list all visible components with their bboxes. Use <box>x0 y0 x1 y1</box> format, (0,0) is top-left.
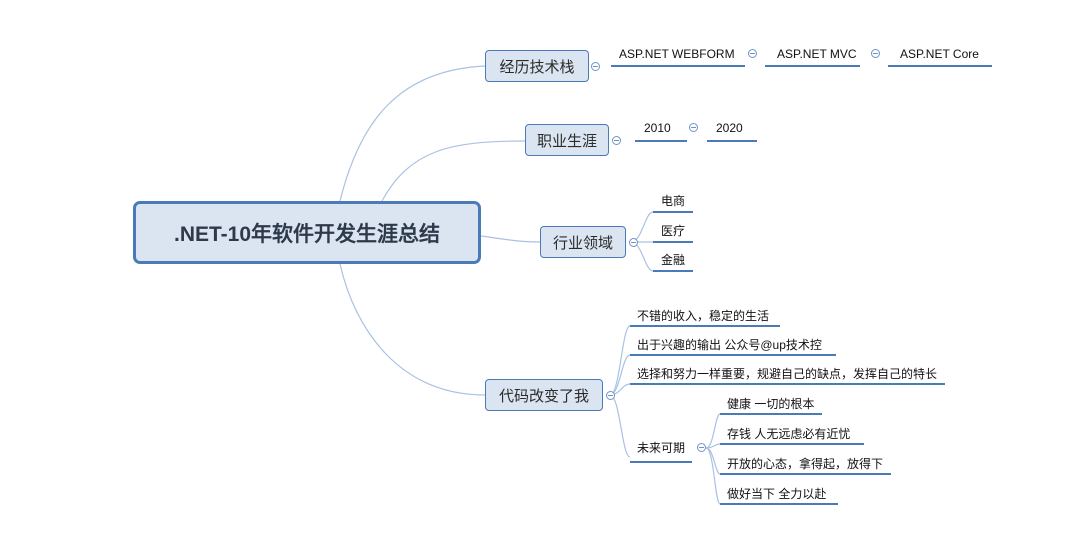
collapse-toggle-icon[interactable] <box>697 443 706 452</box>
collapse-toggle-icon[interactable] <box>871 49 880 58</box>
root-topic[interactable]: .NET-10年软件开发生涯总结 <box>133 201 481 264</box>
leaf-core[interactable]: ASP.NET Core <box>900 47 979 61</box>
leaf-webform[interactable]: ASP.NET WEBFORM <box>619 47 735 61</box>
topic-career[interactable]: 职业生涯 <box>525 124 609 156</box>
link-code-2 <box>609 354 631 396</box>
collapse-toggle-icon[interactable] <box>591 62 600 71</box>
topic-industry[interactable]: 行业领域 <box>540 226 626 258</box>
leaf-year-end[interactable]: 2020 <box>716 121 743 135</box>
collapse-toggle-icon[interactable] <box>748 49 757 58</box>
leaf-open-mind[interactable]: 开放的心态，拿得起，放得下 <box>727 457 884 471</box>
collapse-toggle-icon[interactable] <box>606 391 615 400</box>
leaf-choice-effort[interactable]: 选择和努力一样重要，规避自己的缺点，发挥自己的特长 <box>637 367 938 381</box>
leaf-income[interactable]: 不错的收入，稳定的生活 <box>637 309 770 323</box>
collapse-toggle-icon[interactable] <box>689 123 698 132</box>
topic-code-changed-me[interactable]: 代码改变了我 <box>485 379 603 411</box>
link-future-1 <box>705 413 721 449</box>
collapse-toggle-icon[interactable] <box>612 136 621 145</box>
link-code-4 <box>609 394 631 458</box>
leaf-medical[interactable]: 医疗 <box>661 224 686 238</box>
leaf-year-start[interactable]: 2010 <box>644 121 671 135</box>
leaf-future[interactable]: 未来可期 <box>637 441 686 455</box>
collapse-toggle-icon[interactable] <box>629 238 638 247</box>
link-future-2 <box>705 443 721 449</box>
link-root-career <box>381 140 526 202</box>
leaf-present[interactable]: 做好当下 全力以赴 <box>727 487 827 501</box>
link-root-industry <box>480 235 541 243</box>
leaf-mvc[interactable]: ASP.NET MVC <box>777 47 857 61</box>
leaf-saving[interactable]: 存钱 人无远虑必有近忧 <box>727 427 851 441</box>
leaf-health[interactable]: 健康 一切的根本 <box>727 397 815 411</box>
leaf-interest-output[interactable]: 出于兴趣的输出 公众号@up技术控 <box>637 338 822 352</box>
link-root-stack <box>339 65 486 202</box>
leaf-finance[interactable]: 金融 <box>661 253 686 267</box>
leaf-ecommerce[interactable]: 电商 <box>661 194 686 208</box>
link-root-code <box>339 263 486 396</box>
link-future-4 <box>705 447 721 505</box>
topic-tech-stack[interactable]: 经历技术栈 <box>485 50 589 82</box>
